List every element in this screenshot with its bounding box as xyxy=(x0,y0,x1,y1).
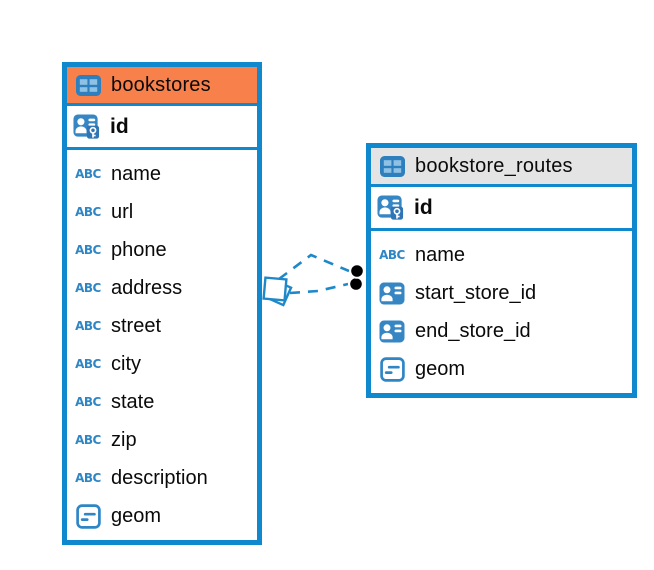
relationship-source-marker xyxy=(262,276,293,307)
column-label: geom xyxy=(415,357,466,380)
column-label: id xyxy=(414,195,433,219)
column-label: state xyxy=(111,390,155,413)
column-row[interactable]: ABC url xyxy=(67,193,257,231)
column-label: name xyxy=(111,162,162,185)
reference-type-icon xyxy=(378,320,406,343)
column-row[interactable]: geom xyxy=(371,350,632,388)
column-row-id[interactable]: id xyxy=(371,187,632,231)
text-type-icon: ABC xyxy=(75,167,101,181)
table-node-bookstores[interactable]: bookstores id ABC xyxy=(62,62,262,545)
text-type-icon: ABC xyxy=(75,433,101,447)
geometry-type-icon xyxy=(378,356,406,382)
column-label: url xyxy=(111,200,134,223)
text-type-icon: ABC xyxy=(379,248,405,262)
text-type-icon: ABC xyxy=(75,357,101,371)
table-icon xyxy=(74,74,102,97)
text-type-icon: ABC xyxy=(75,471,101,485)
relationship-line[interactable] xyxy=(289,282,349,295)
column-label: address xyxy=(111,276,183,299)
text-type-icon: ABC xyxy=(75,319,101,333)
column-row[interactable]: end_store_id xyxy=(371,312,632,350)
relationship-target-marker xyxy=(348,263,365,292)
column-label: phone xyxy=(111,238,167,261)
column-label: end_store_id xyxy=(415,319,531,342)
geometry-type-icon xyxy=(74,503,102,529)
column-label: street xyxy=(111,314,162,337)
column-label: name xyxy=(415,243,466,266)
column-label: city xyxy=(111,352,141,375)
reference-type-icon xyxy=(378,282,406,305)
column-row[interactable]: ABC city xyxy=(67,345,257,383)
column-row[interactable]: geom xyxy=(67,497,257,535)
column-label: zip xyxy=(111,428,137,451)
table-node-bookstore-routes[interactable]: bookstore_routes id ABC xyxy=(366,143,637,398)
primary-key-icon xyxy=(73,113,101,141)
table-title: bookstores xyxy=(111,73,211,96)
column-row[interactable]: ABC state xyxy=(67,383,257,421)
column-row[interactable]: start_store_id xyxy=(371,274,632,312)
table-title: bookstore_routes xyxy=(415,154,573,177)
column-row[interactable]: ABC name xyxy=(371,236,632,274)
text-type-icon: ABC xyxy=(75,205,101,219)
column-row[interactable]: ABC address xyxy=(67,269,257,307)
column-row[interactable]: ABC name xyxy=(67,155,257,193)
text-type-icon: ABC xyxy=(75,395,101,409)
column-label: description xyxy=(111,466,208,489)
relationship-line[interactable] xyxy=(278,253,350,281)
text-type-icon: ABC xyxy=(75,281,101,295)
column-row[interactable]: ABC street xyxy=(67,307,257,345)
table-header[interactable]: bookstore_routes xyxy=(371,148,632,187)
column-list: ABC name start_store_id xyxy=(371,231,632,393)
table-header[interactable]: bookstores xyxy=(67,67,257,106)
table-icon xyxy=(378,155,406,178)
column-label: start_store_id xyxy=(415,281,537,304)
primary-key-icon xyxy=(377,194,405,222)
column-label: geom xyxy=(111,504,162,527)
column-row[interactable]: ABC zip xyxy=(67,421,257,459)
column-label: id xyxy=(110,114,129,138)
column-list: ABC name ABC url ABC phone ABC address A… xyxy=(67,150,257,540)
text-type-icon: ABC xyxy=(75,243,101,257)
column-row[interactable]: ABC description xyxy=(67,459,257,497)
column-row[interactable]: ABC phone xyxy=(67,231,257,269)
column-row-id[interactable]: id xyxy=(67,106,257,150)
